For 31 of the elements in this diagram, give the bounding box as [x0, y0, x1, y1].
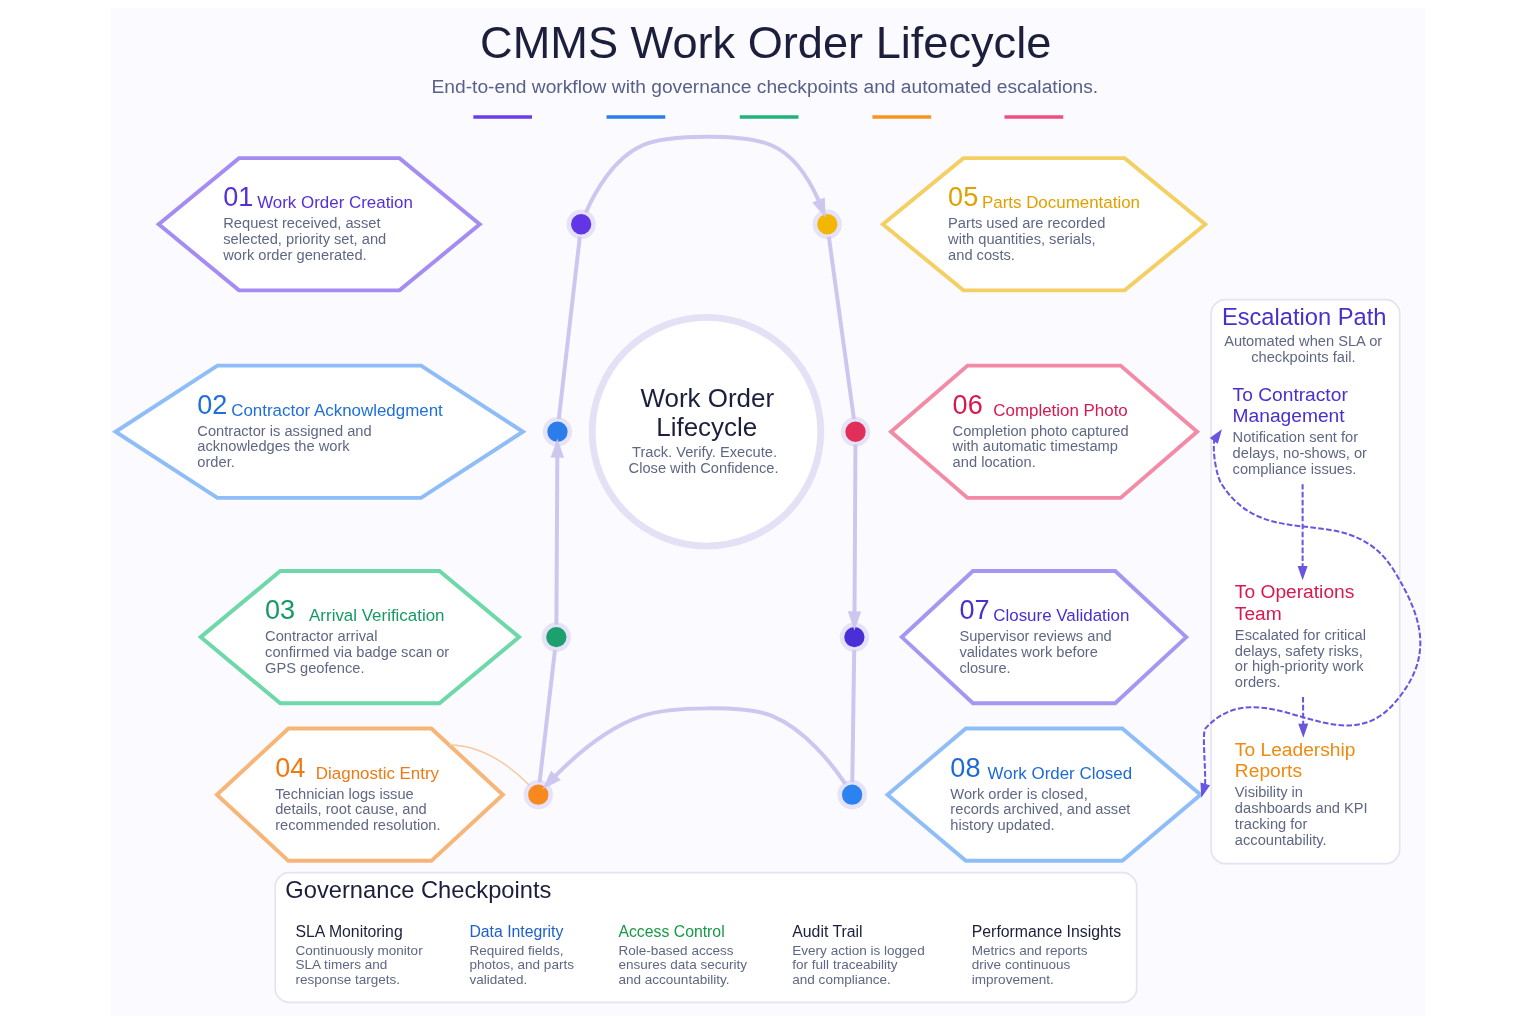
node-text: To Leadership Reports Visibility in dashboards and KPI tracking for accountability.	[1234, 738, 1368, 848]
node-circle	[523, 780, 553, 810]
diagram-title: CMMS Work Order Lifecycle	[480, 16, 1052, 68]
node-text: Audit Trail Every action is logged for full traceability and compliance.	[792, 923, 925, 987]
node-circle	[566, 209, 596, 239]
node-text: Access Control Role-based access ensures data security and accountability.	[618, 923, 748, 987]
connector	[556, 236, 582, 420]
node-text: To Operations Team Escalated for critical delays, safety risks, or high-priority work orders.	[1234, 581, 1367, 691]
arrow	[1298, 696, 1309, 738]
node-circle	[812, 209, 842, 239]
connector	[826, 236, 856, 420]
node-circle: Work Order Lifecycle Track. Verify. Execute. Close with Confidence.	[588, 314, 825, 550]
caption: End-to-end workflow with governance checkpoints and automated escalations.	[431, 76, 1099, 98]
node-circle	[542, 417, 573, 447]
arrow	[1297, 484, 1308, 581]
node-circle	[837, 780, 867, 810]
connector	[448, 744, 531, 787]
node-text: SLA Monitoring Continuously monitor SLA timers and response targets.	[295, 923, 423, 987]
node-circle	[541, 622, 571, 652]
node-text: To Contractor Management Notification sent for delays, no-shows, or compliance issues.	[1232, 383, 1368, 477]
arrow	[847, 444, 862, 631]
node-circle	[840, 417, 871, 447]
node-text: Performance Insights Metrics and reports drive continuous improvement.	[971, 923, 1122, 987]
node-text: Data Integrity Required fields, photos, and parts validated.	[469, 923, 574, 987]
arrow	[1200, 429, 1422, 798]
arrow	[542, 706, 847, 790]
node-circle	[839, 622, 870, 652]
connector	[537, 649, 557, 783]
arrow	[584, 134, 826, 218]
connector	[850, 649, 857, 783]
arrow	[550, 438, 565, 625]
